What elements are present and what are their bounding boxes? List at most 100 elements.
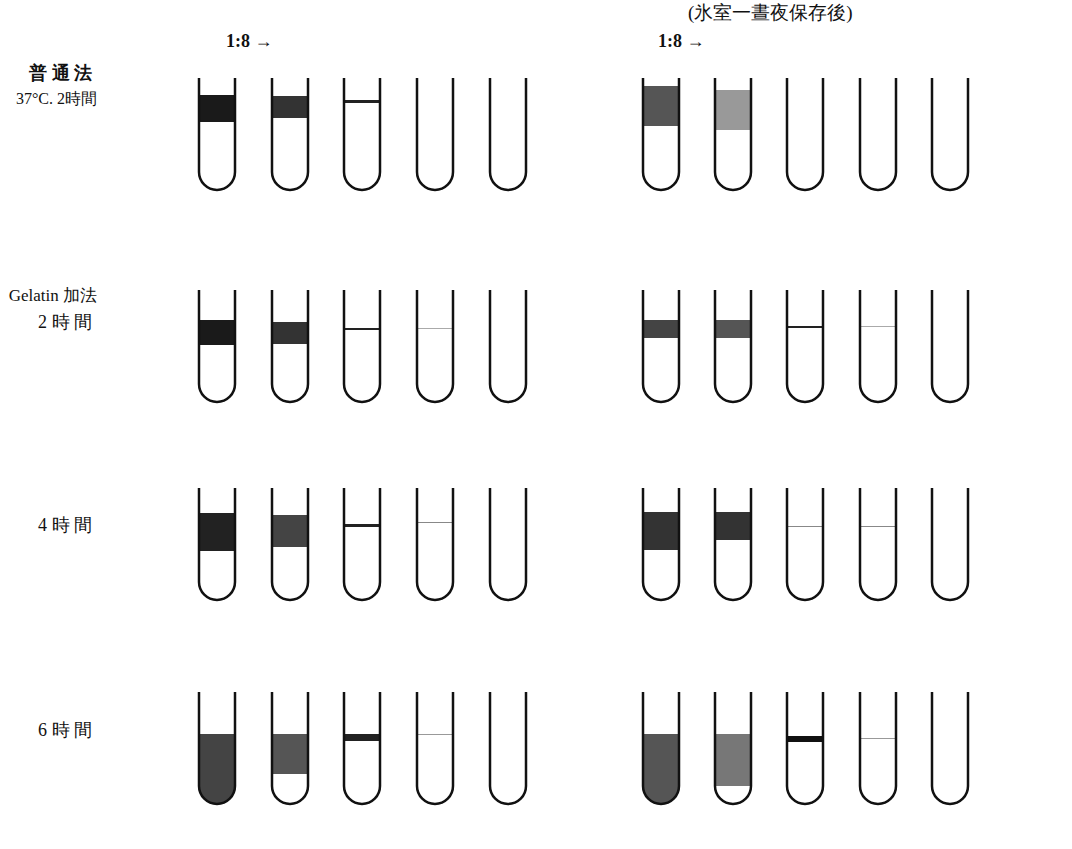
dilution-label: 1:8 → (658, 31, 705, 53)
test-tube (272, 692, 308, 804)
test-tube (715, 78, 751, 190)
tube-outline (272, 78, 308, 190)
test-tube (490, 78, 526, 190)
tube-outline (344, 290, 380, 402)
tube-outline (490, 692, 526, 804)
tube-outline (860, 78, 896, 190)
test-tube (787, 488, 823, 600)
agglutination-band (860, 326, 896, 327)
agglutination-band (860, 526, 896, 527)
test-tube (490, 692, 526, 804)
test-tube (715, 692, 751, 804)
tube-outline (272, 692, 308, 804)
tube-outline (417, 692, 453, 804)
agglutination-band (715, 734, 751, 786)
tube-outline (643, 692, 679, 804)
tube-outline (787, 488, 823, 600)
tube-outline (715, 488, 751, 600)
test-tube (932, 290, 968, 402)
test-tube (344, 488, 380, 600)
test-tube (417, 488, 453, 600)
tube-outline (199, 488, 235, 600)
agglutination-band (417, 734, 453, 735)
agglutination-band (199, 734, 235, 804)
agglutination-band (417, 328, 453, 329)
tube-outline (787, 290, 823, 402)
tube-outline (860, 692, 896, 804)
tube-outline (272, 488, 308, 600)
test-tube (860, 78, 896, 190)
test-tube (199, 78, 235, 190)
tube-outline (199, 78, 235, 190)
tube-outline (932, 488, 968, 600)
tube-outline (344, 488, 380, 600)
test-tube (643, 290, 679, 402)
tube-outline (199, 290, 235, 402)
test-tube (490, 290, 526, 402)
agglutination-band (715, 512, 751, 540)
test-tube (932, 78, 968, 190)
test-tube (199, 290, 235, 402)
test-tube (199, 488, 235, 600)
agglutination-band (715, 320, 751, 338)
dilution-label: 1:8 → (226, 31, 273, 53)
test-tube (932, 692, 968, 804)
tube-outline (715, 290, 751, 402)
time-label: 4 時 間 (38, 515, 92, 537)
tube-outline (272, 290, 308, 402)
agglutination-band (344, 524, 380, 527)
test-tube (715, 488, 751, 600)
test-tube (344, 692, 380, 804)
test-tube (860, 290, 896, 402)
agglutination-band (787, 736, 823, 742)
tube-outline (344, 692, 380, 804)
test-tube (715, 290, 751, 402)
tube-outline (643, 290, 679, 402)
test-tube (643, 488, 679, 600)
tube-outline (932, 692, 968, 804)
test-tube (643, 692, 679, 804)
tube-outline (787, 692, 823, 804)
agglutination-band (199, 320, 235, 345)
test-tube (643, 78, 679, 190)
method-label: Gelatin 加法 (9, 286, 97, 306)
test-tube (417, 692, 453, 804)
agglutination-band (860, 738, 896, 739)
agglutination-band (643, 512, 679, 550)
test-tube (344, 290, 380, 402)
tube-outline (490, 78, 526, 190)
agglutination-band (199, 95, 235, 122)
method-label: 普 通 法 (29, 63, 92, 85)
test-tube (199, 692, 235, 804)
test-tube (787, 290, 823, 402)
tube-outline (417, 290, 453, 402)
agglutination-band (344, 100, 380, 103)
tube-outline (932, 290, 968, 402)
tube-outline (787, 78, 823, 190)
test-tube (932, 488, 968, 600)
condition-label: 37°C. 2時間 (16, 89, 97, 108)
agglutination-band (643, 734, 679, 804)
test-tube (417, 290, 453, 402)
agglutination-band (715, 90, 751, 130)
test-tube (272, 78, 308, 190)
test-tube (417, 78, 453, 190)
agglutination-band (344, 734, 380, 741)
time-label: 2 時 間 (38, 312, 92, 334)
test-tube (787, 78, 823, 190)
test-tube (490, 488, 526, 600)
agglutination-band (787, 326, 823, 328)
agglutination-band (272, 96, 308, 118)
tube-outline (417, 488, 453, 600)
storage-note: (氷室一晝夜保存後) (688, 2, 853, 25)
test-tube (787, 692, 823, 804)
agglutination-band (417, 522, 453, 523)
agglutination-band (643, 320, 679, 338)
agglutination-band (199, 513, 235, 551)
tube-outline (490, 488, 526, 600)
test-tube (860, 488, 896, 600)
tube-outline (860, 488, 896, 600)
test-tube (272, 290, 308, 402)
